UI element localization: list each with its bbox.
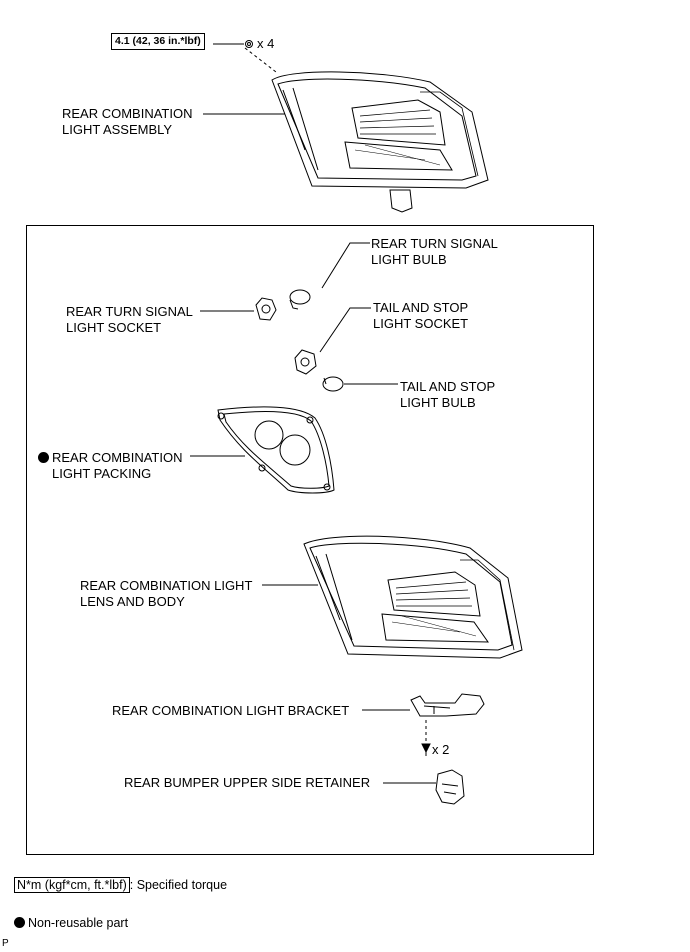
- tail-stop-socket-drawing: [294, 349, 317, 375]
- bracket-label: REAR COMBINATION LIGHT BRACKET: [112, 703, 350, 718]
- nonreusable-legend: Non-reusable part: [14, 916, 128, 930]
- packing-label: REAR COMBINATION LIGHT PACKING: [38, 450, 183, 482]
- non-reusable-dot-icon: [38, 452, 49, 463]
- retainer-label: REAR BUMPER UPPER SIDE RETAINER: [124, 775, 371, 790]
- screw-quantity: x 2: [432, 742, 450, 757]
- retainer-drawing: [435, 769, 465, 805]
- bracket-drawing: [410, 693, 485, 717]
- nut-quantity: x 4: [257, 36, 275, 51]
- screw-icon: [421, 743, 431, 756]
- nut-icon: [245, 40, 253, 48]
- light-assembly-drawing: [271, 71, 489, 213]
- turn-signal-socket-drawing: [255, 297, 277, 321]
- turn-signal-bulb-drawing: [289, 289, 311, 310]
- exploded-view-frame: [26, 225, 594, 855]
- footer-mark: P: [2, 938, 9, 949]
- non-reusable-dot-icon: [14, 917, 25, 928]
- packing-drawing: [217, 406, 335, 494]
- lens-body-drawing: [303, 535, 523, 659]
- tail-stop-bulb-drawing: [322, 376, 344, 392]
- torque-legend: N*m (kgf*cm, ft.*lbf): Specified torque: [14, 877, 227, 893]
- torque-spec-box: 4.1 (42, 36 in.*lbf): [111, 33, 205, 50]
